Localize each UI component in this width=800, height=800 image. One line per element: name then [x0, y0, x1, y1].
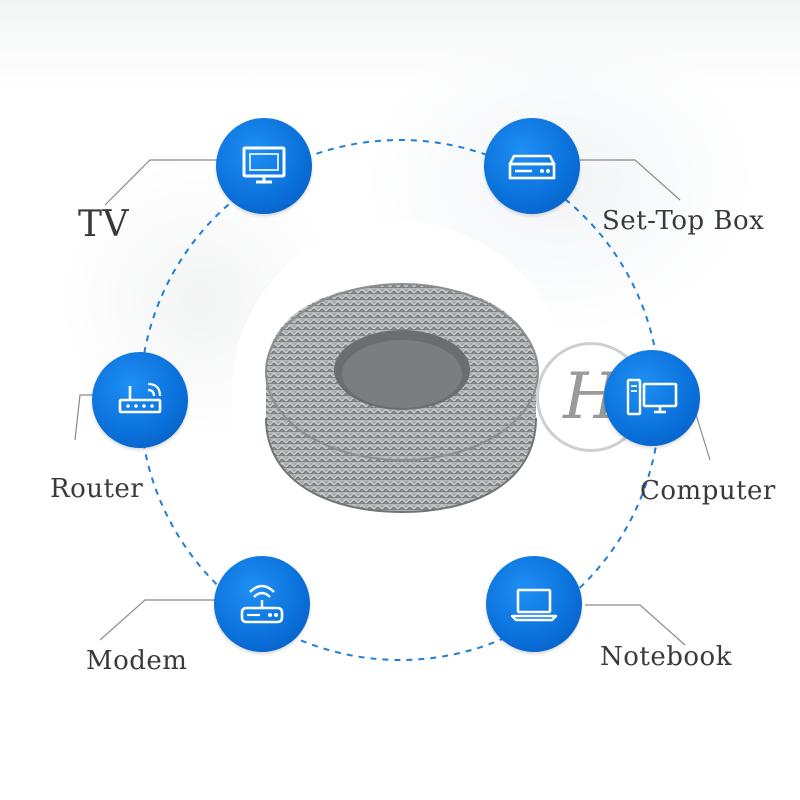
- router-badge: [92, 352, 188, 448]
- router-icon: [118, 382, 162, 414]
- tv-badge: [216, 118, 312, 214]
- leader-line-set-top-box: [580, 159, 681, 201]
- set-top-box-icon: [508, 154, 556, 180]
- set-top-box-label: Set-Top Box: [602, 206, 765, 236]
- set-top-box-badge: [484, 118, 580, 214]
- computer-label: Computer: [640, 476, 776, 506]
- computer-badge: [604, 350, 700, 446]
- cable-coil-graphic: [265, 283, 539, 514]
- router-label: Router: [50, 474, 144, 504]
- tv-label: TV: [78, 204, 130, 245]
- cable-coil-image: [232, 222, 568, 558]
- leader-line-tv: [104, 159, 218, 206]
- modem-badge: [214, 556, 310, 652]
- modem-label: Modem: [86, 646, 188, 676]
- notebook-badge: [486, 556, 582, 652]
- laptop-icon: [510, 588, 558, 622]
- tv-icon: [242, 146, 286, 184]
- desktop-computer-icon: [626, 378, 678, 416]
- leader-line-notebook: [585, 604, 686, 646]
- notebook-label: Notebook: [600, 642, 732, 672]
- modem-wifi-icon: [240, 584, 284, 624]
- leader-line-modem: [99, 599, 215, 641]
